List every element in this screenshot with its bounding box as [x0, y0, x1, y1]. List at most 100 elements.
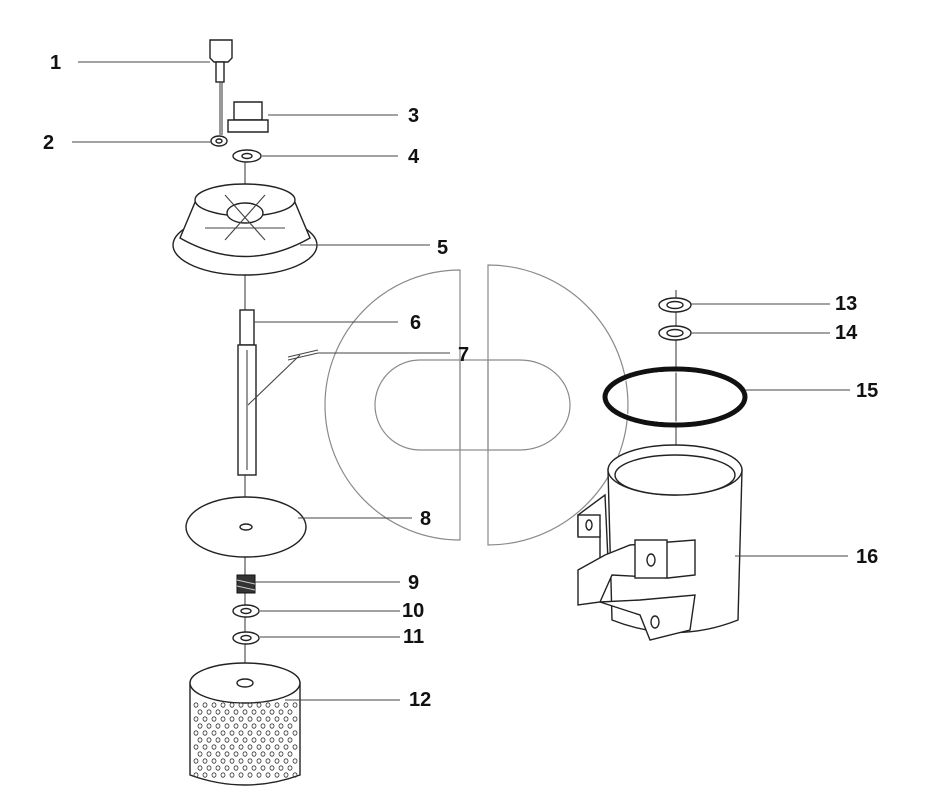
filter-perforation [256, 772, 262, 778]
filter-perforation [247, 758, 253, 764]
filter-perforation [265, 758, 271, 764]
callout-9: 9 [408, 572, 420, 594]
filter-perforation [247, 744, 253, 750]
part-9-spring [236, 574, 256, 594]
callout-4: 4 [408, 146, 420, 168]
filter-perforation [233, 737, 239, 743]
filter-perforation [211, 772, 217, 778]
filter-perforation [260, 765, 266, 771]
part-16-bowl [577, 444, 743, 641]
filter-perforation [238, 772, 244, 778]
filter-perforation [197, 723, 203, 729]
filter-perforation [238, 730, 244, 736]
filter-perforation [193, 730, 199, 736]
filter-perforation [287, 737, 293, 743]
filter-perforation [269, 751, 275, 757]
filter-perforation [242, 751, 248, 757]
filter-perforation [283, 758, 289, 764]
filter-perforation [220, 716, 226, 722]
filter-perforation [278, 737, 284, 743]
filter-perforation [287, 765, 293, 771]
filter-perforation [224, 765, 230, 771]
filter-perforation [197, 709, 203, 715]
filter-perforation [251, 751, 257, 757]
filter-perforation [202, 758, 208, 764]
callout-1: 1 [50, 52, 62, 74]
filter-perforation [233, 765, 239, 771]
filter-perforation [256, 758, 262, 764]
filter-perforation [193, 744, 199, 750]
filter-perforation [256, 716, 262, 722]
callout-5: 5 [437, 237, 449, 259]
filter-perforation [238, 702, 244, 708]
filter-perforation [292, 716, 298, 722]
filter-perforation [193, 758, 199, 764]
filter-perforation [229, 716, 235, 722]
filter-perforation [269, 765, 275, 771]
filter-perforation [256, 702, 262, 708]
filter-perforation [278, 723, 284, 729]
callout-2: 2 [43, 132, 55, 154]
filter-perforation [283, 730, 289, 736]
part-1-bleed-screw [209, 39, 233, 135]
filter-perforation [193, 772, 199, 778]
callout-11: 11 [403, 626, 425, 648]
filter-perforation [260, 751, 266, 757]
filter-perforation [233, 751, 239, 757]
part-12-filter-element [189, 662, 301, 786]
filter-perforation [224, 751, 230, 757]
filter-perforation [247, 772, 253, 778]
filter-perforation [197, 751, 203, 757]
part-15-seal-ring [602, 366, 748, 428]
filter-perforation [233, 709, 239, 715]
filter-perforation [215, 765, 221, 771]
filter-perforation [251, 737, 257, 743]
filter-perforation [215, 737, 221, 743]
filter-perforation [242, 723, 248, 729]
filter-perforation [215, 751, 221, 757]
filter-perforation [292, 730, 298, 736]
filter-perforation [242, 737, 248, 743]
part-6-center-tube [237, 309, 257, 476]
filter-perforation [292, 758, 298, 764]
filter-perforation [197, 737, 203, 743]
filter-perforation [202, 772, 208, 778]
filter-perforation [256, 730, 262, 736]
filter-perforation [251, 765, 257, 771]
filter-perforation [274, 758, 280, 764]
callout-6: 6 [410, 312, 422, 334]
filter-perforation [292, 744, 298, 750]
filter-perforation [215, 723, 221, 729]
filter-perforation [265, 702, 271, 708]
filter-perforation [251, 723, 257, 729]
filter-perforation [278, 765, 284, 771]
filter-perforation [247, 730, 253, 736]
filter-perforation [206, 723, 212, 729]
filter-perforation [229, 758, 235, 764]
filter-perforation [193, 716, 199, 722]
filter-perforation [193, 702, 199, 708]
part-5-filter-head [172, 183, 318, 276]
filter-perforation [206, 751, 212, 757]
filter-perforation [206, 709, 212, 715]
filter-perforation [269, 709, 275, 715]
filter-perforation [202, 716, 208, 722]
filter-perforation [278, 709, 284, 715]
filter-perforation [287, 751, 293, 757]
filter-perforation [287, 723, 293, 729]
filter-perforation [256, 744, 262, 750]
filter-perforation [283, 744, 289, 750]
filter-perforation [238, 758, 244, 764]
filter-perforation [211, 758, 217, 764]
filter-perforation [233, 723, 239, 729]
filter-perforation [287, 709, 293, 715]
callout-7: 7 [458, 344, 470, 366]
filter-perforation [260, 737, 266, 743]
filter-perforation [229, 730, 235, 736]
leader-lines [72, 61, 850, 701]
watermark-logo [324, 264, 629, 546]
filter-perforation [292, 772, 298, 778]
filter-perforation [283, 772, 289, 778]
callout-12: 12 [409, 689, 432, 711]
